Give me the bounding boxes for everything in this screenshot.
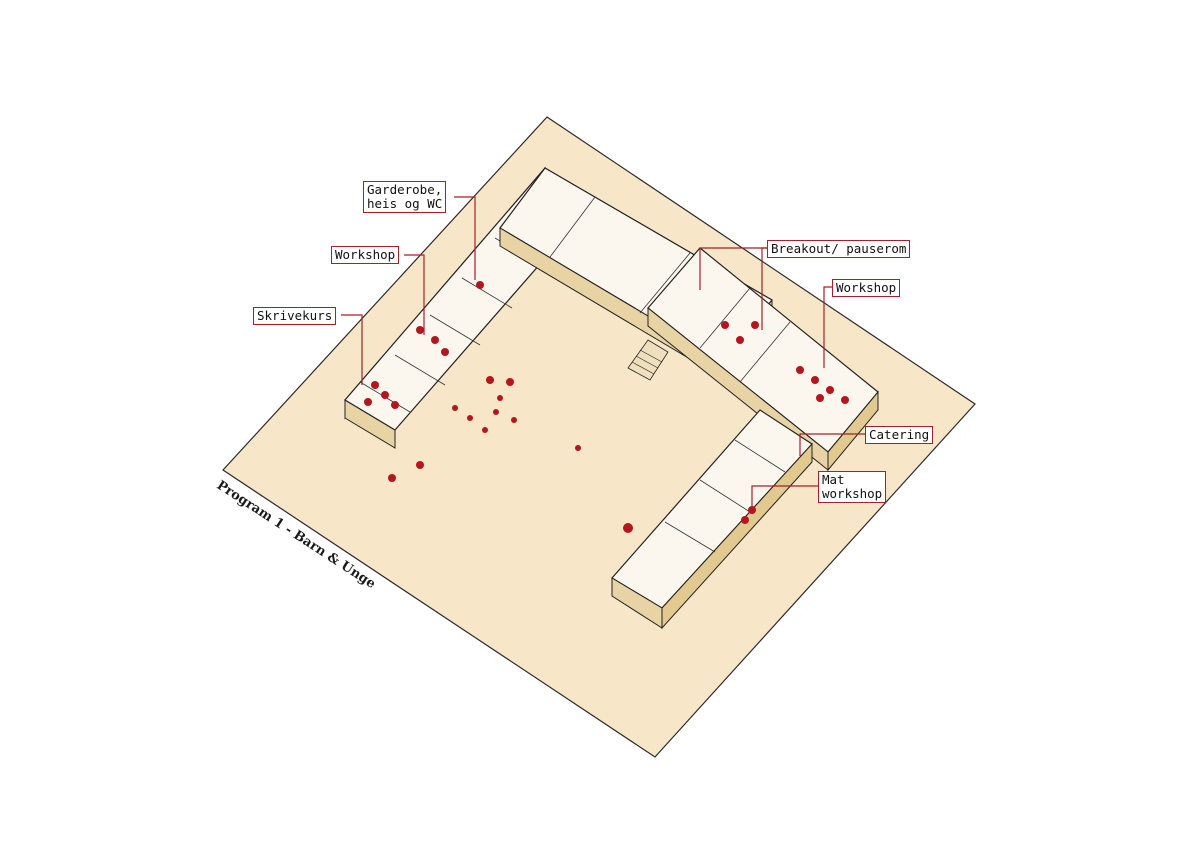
building-lower-right-wing — [611, 409, 813, 630]
label-workshop-left: Workshop — [331, 246, 400, 264]
entrance-stair — [627, 339, 669, 381]
label-catering: Catering — [865, 426, 934, 444]
label-workshop-right: Workshop — [832, 279, 901, 297]
people-figures — [364, 281, 849, 533]
label-mat-workshop: Mat workshop — [818, 471, 887, 503]
label-breakout: Breakout/ pauserom — [767, 240, 911, 258]
label-leader-lines — [341, 196, 866, 510]
label-garderobe: Garderobe, heis og WC — [363, 181, 447, 213]
label-skrivekurs: Skrivekurs — [253, 307, 337, 325]
site-ground-plane — [222, 116, 976, 758]
